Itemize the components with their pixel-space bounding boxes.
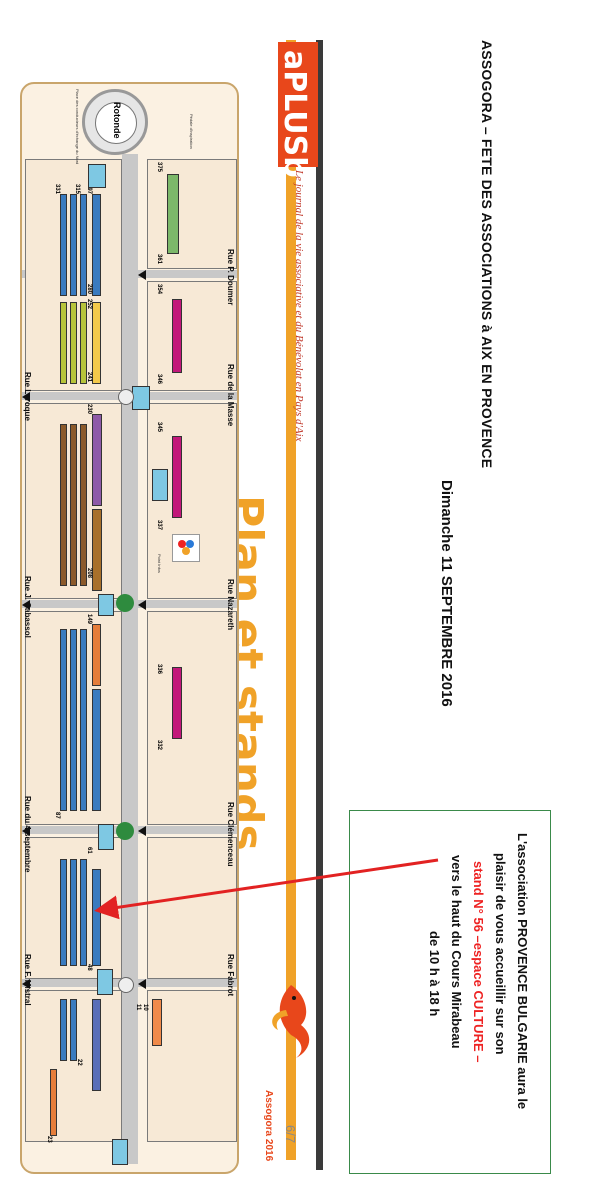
point-info-marker <box>97 969 113 995</box>
street-marker-icon <box>138 600 146 610</box>
block-top-4 <box>147 611 237 825</box>
stand-bar <box>70 999 77 1061</box>
fountain-icon <box>116 822 134 840</box>
stand-bar <box>70 302 77 384</box>
stand-bar <box>70 629 77 811</box>
block-top-1 <box>147 159 237 269</box>
street-marker-icon <box>22 826 30 836</box>
street-marker-icon <box>138 826 146 836</box>
street-marker-icon <box>22 600 30 610</box>
brand-logo: aPLUSb <box>277 42 318 178</box>
stand-bar-youth <box>92 509 102 591</box>
block-top-2 <box>147 281 237 391</box>
stand-bar <box>60 999 67 1061</box>
block-top-5 <box>147 837 237 979</box>
stand-bar-magenta-3 <box>172 667 182 739</box>
point-info-marker <box>88 164 106 188</box>
small-roundabout <box>118 389 134 405</box>
stand-bar-animation <box>92 624 101 686</box>
stand-bar-culture <box>92 689 101 811</box>
stand-bar <box>60 424 67 586</box>
point-info-marker <box>112 1139 128 1165</box>
block-top-6 <box>147 990 237 1142</box>
stand-bar-solidarity <box>92 414 102 506</box>
stand-bar <box>80 302 87 384</box>
stand-bar <box>60 629 67 811</box>
point-info-marker <box>98 824 114 850</box>
fountain-icon <box>116 594 134 612</box>
stand-bar <box>80 424 87 586</box>
orange-stripe <box>286 40 296 1160</box>
stand-bar <box>80 859 87 966</box>
point-info-marker <box>152 469 168 501</box>
stand-bar <box>50 1069 57 1136</box>
street-marker-icon <box>22 979 30 989</box>
block-top-3 <box>147 403 237 599</box>
stand-bar-magenta-2 <box>172 436 182 518</box>
stand-bar-magenta-1 <box>172 299 182 373</box>
stand-bar-intergen <box>92 999 101 1091</box>
street-marker-icon <box>138 979 146 989</box>
mascot-bird-icon <box>272 985 310 1058</box>
dark-stripe <box>316 40 323 1170</box>
stand-bar-prevention <box>92 302 101 384</box>
rotonde-roundabout: Rotonde <box>82 89 148 155</box>
stand-bar-sports <box>152 999 162 1046</box>
partner-logo <box>172 534 200 562</box>
cross-street-1 <box>22 270 237 278</box>
stand-bar <box>80 194 87 296</box>
stand-bar <box>80 629 87 811</box>
stand-bar-culture <box>92 194 101 296</box>
street-marker-icon <box>22 392 30 402</box>
small-roundabout <box>118 977 134 993</box>
stand-bar <box>60 194 67 296</box>
partner-logo-icon <box>178 540 194 555</box>
info-box: L'association PROVENCE BULGARIE aura le … <box>349 810 551 1174</box>
stand-bar <box>70 424 77 586</box>
point-info-marker <box>98 594 114 616</box>
stand-bar <box>70 194 77 296</box>
stand-bar <box>60 302 67 384</box>
stand-bar <box>70 859 77 966</box>
street-marker-icon <box>138 270 146 280</box>
stand-bar <box>60 859 67 966</box>
event-map: Rotonde 375 361 354 346 345 337 336 332 … <box>20 82 239 1174</box>
stand-bar-environment <box>167 174 179 254</box>
